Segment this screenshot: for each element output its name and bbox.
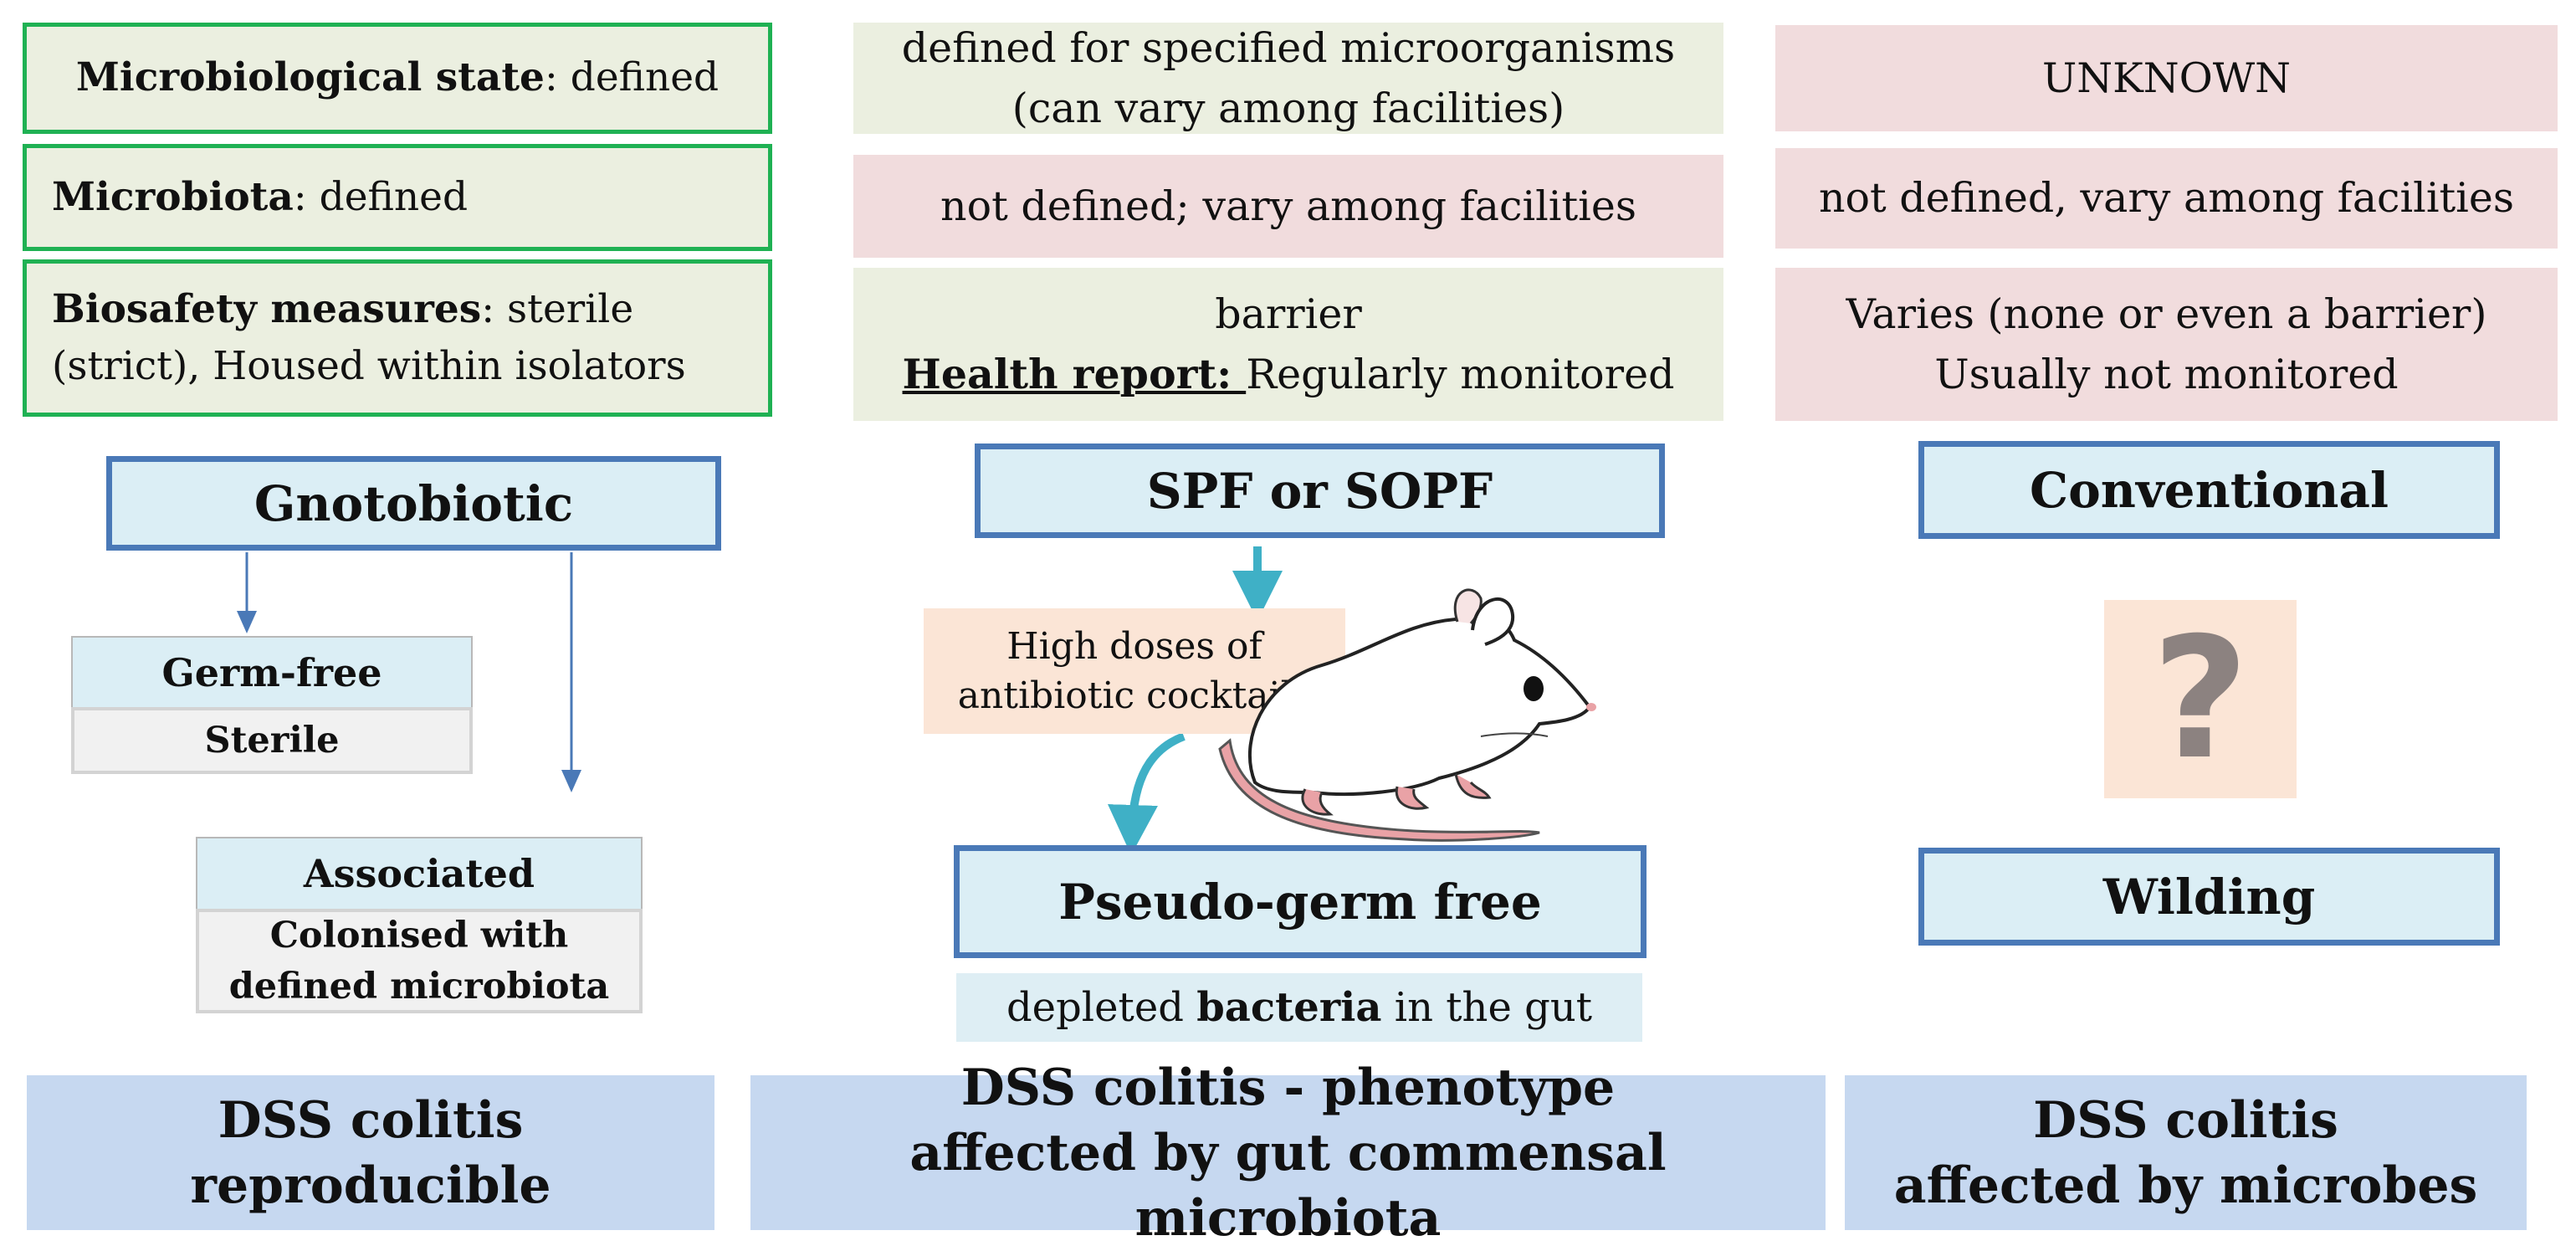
gnoto-footer-2: reproducible	[190, 1156, 551, 1215]
conv-biosafety-box: Varies (none or even a barrier) Usually …	[1775, 268, 2558, 421]
spf-title-box: SPF or SOPF	[975, 443, 1665, 538]
spf-biosafety-1: barrier	[1215, 290, 1362, 339]
conv-footer: DSS colitis affected by microbes	[1845, 1075, 2527, 1230]
conventional-title: Conventional	[2029, 461, 2389, 519]
question-box: ?	[2104, 600, 2297, 798]
spf-micro-state-1: defined for specified microorganisms	[901, 24, 1676, 73]
associated-sub-box: Colonised with defined microbiota	[196, 909, 643, 1013]
spf-microbiological-state-box: defined for specified microorganisms (ca…	[853, 23, 1723, 134]
gnoto-microbiota-box: Microbiota: defined	[23, 144, 772, 251]
depleted-bacteria-box: depleted bacteria in the gut	[956, 973, 1642, 1042]
biosafety-value-1: : sterile	[481, 285, 634, 332]
conv-micro-state: UNKNOWN	[2041, 54, 2292, 102]
conv-microbiota-box: not defined, vary among facilities	[1775, 148, 2558, 249]
depleted-bold: bacteria	[1196, 984, 1382, 1031]
conv-biosafety-2: Usually not monitored	[1934, 350, 2399, 398]
gnotobiotic-title-box: Gnotobiotic	[106, 456, 721, 551]
spf-biosafety-box: barrier Health report: Regularly monitor…	[853, 268, 1723, 421]
spf-micro-state-2: (can vary among facilities)	[1011, 84, 1565, 132]
germfree-title-box: Germ-free	[71, 636, 473, 707]
question-mark: ?	[2151, 601, 2249, 797]
mouse-illustration	[1218, 588, 1596, 842]
associated-title-box: Associated	[196, 837, 643, 909]
gnoto-footer-1: DSS colitis	[218, 1090, 524, 1150]
conv-microbiological-state-box: UNKNOWN	[1775, 25, 2558, 131]
gnoto-biosafety-box: Biosafety measures: sterile (strict), Ho…	[23, 259, 772, 417]
gnoto-microbiological-state-box: Microbiological state: defined	[23, 23, 772, 134]
conventional-title-box: Conventional	[1918, 441, 2500, 539]
spf-footer-2: affected by gut commensal microbiota	[909, 1123, 1667, 1248]
health-report-value: Regularly monitored	[1246, 350, 1675, 398]
depleted-pre: depleted	[1006, 984, 1197, 1031]
micro-state-value: : defined	[544, 54, 720, 101]
conv-biosafety-1: Varies (none or even a barrier)	[1846, 290, 2487, 339]
antibiotic-1: High doses of	[1006, 624, 1262, 668]
spf-footer-1: DSS colitis - phenotype	[960, 1058, 1616, 1117]
gnotobiotic-title: Gnotobiotic	[254, 474, 574, 532]
pseudo-germfree-title-box: Pseudo-germ free	[954, 845, 1646, 958]
associated-title: Associated	[303, 851, 535, 896]
antibiotic-2: antibiotic cocktails	[957, 674, 1312, 717]
conv-microbiota: not defined, vary among facilities	[1818, 174, 2514, 223]
microbiota-value: : defined	[293, 173, 469, 220]
spf-title: SPF or SOPF	[1146, 462, 1493, 520]
health-report-label: Health report:	[902, 349, 1247, 398]
germfree-sub-box: Sterile	[71, 707, 473, 774]
biosafety-value-2: (strict), Housed within isolators	[52, 343, 686, 389]
biosafety-label: Biosafety measures	[52, 285, 482, 332]
pseudo-germfree-title: Pseudo-germ free	[1058, 873, 1542, 931]
germfree-title: Germ-free	[161, 649, 382, 695]
conv-footer-1: DSS colitis	[2033, 1090, 2338, 1150]
wilding-title: Wilding	[2102, 868, 2316, 925]
arrow-antibiotic-to-pseudo	[1107, 732, 1186, 855]
spf-footer: DSS colitis - phenotype affected by gut …	[750, 1059, 1826, 1248]
gnoto-footer: DSS colitis reproducible	[27, 1075, 714, 1230]
microbiota-label: Microbiota	[52, 173, 294, 220]
depleted-post: in the gut	[1381, 984, 1593, 1031]
associated-sub-1: Colonised with	[269, 915, 569, 957]
associated-sub-2: defined microbiota	[228, 965, 610, 1007]
conv-footer-2: affected by microbes	[1893, 1156, 2478, 1215]
spf-microbiota-box: not defined; vary among facilities	[853, 155, 1723, 258]
micro-state-label: Microbiological state	[75, 54, 545, 101]
spf-microbiota: not defined; vary among facilities	[940, 182, 1636, 230]
wilding-title-box: Wilding	[1918, 848, 2500, 946]
germfree-sub: Sterile	[204, 719, 340, 761]
